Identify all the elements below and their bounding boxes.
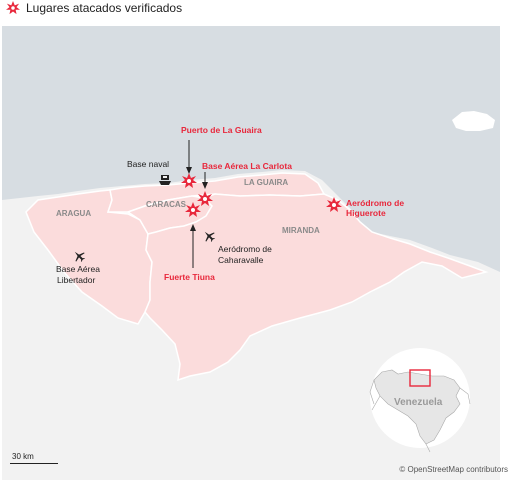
- legend-label: Lugares atacados verificados: [26, 1, 183, 15]
- ship-icon: [159, 175, 171, 185]
- label-aerodromo-charallave-line2: Caharavalle: [218, 255, 264, 265]
- inset-focus-box: [409, 369, 431, 387]
- explosion-icon-higuerote: [326, 197, 342, 212]
- explosion-icon-tiuna: [185, 202, 201, 217]
- label-base-naval: Base naval: [127, 159, 169, 169]
- inset-venezuela-shape: [373, 369, 461, 445]
- label-aerodromo-higuerote-line1: Aeródromo de: [346, 198, 404, 208]
- label-base-aerea-libertador-line1: Base Aérea: [56, 264, 100, 274]
- state-miranda: [144, 193, 489, 382]
- label-caracas: CARACAS: [146, 200, 187, 209]
- inset-map: Venezuela: [369, 348, 471, 453]
- label-aerodromo-charallave-line1: Aeródromo de: [218, 244, 272, 254]
- attribution: © OpenStreetMap contributors: [399, 465, 508, 474]
- label-fuerte-tiuna: Fuerte Tiuna: [164, 272, 215, 282]
- airplane-icon-charallave: [204, 231, 216, 243]
- label-la-guaira: LA GUAIRA: [244, 178, 288, 187]
- islets: [376, 238, 404, 252]
- scale-label: 30 km: [12, 452, 34, 461]
- leader-lines: [186, 140, 208, 268]
- explosion-icon-carlota: [197, 191, 213, 206]
- inset-label-venezuela: Venezuela: [394, 397, 443, 408]
- label-miranda: MIRANDA: [282, 226, 320, 235]
- label-aerodromo-higuerote-line2: Higuerote: [346, 208, 386, 218]
- airplane-icon-libertador: [74, 251, 86, 263]
- label-base-aerea-la-carlota: Base Aérea La Carlota: [202, 161, 292, 171]
- island: [452, 111, 495, 131]
- legend: Lugares atacados verificados: [6, 0, 182, 16]
- scale-line: [10, 463, 58, 464]
- sea-area: [2, 26, 500, 272]
- label-base-aerea-libertador-line2: Libertador: [57, 275, 95, 285]
- label-puerto-la-guaira: Puerto de La Guaira: [181, 125, 262, 135]
- explosion-icon-puerto: [181, 173, 197, 188]
- inset-neighbors: [369, 379, 471, 453]
- label-aragua: ARAGUA: [56, 209, 91, 218]
- explosion-icon: [6, 1, 20, 15]
